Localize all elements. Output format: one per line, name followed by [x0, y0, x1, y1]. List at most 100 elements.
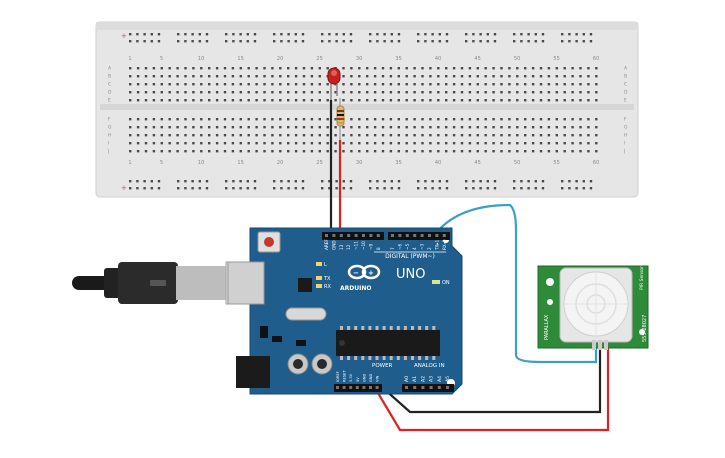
row-letter-left: G: [108, 125, 112, 131]
row-letter-left: A: [108, 66, 112, 72]
row-letter-left: I: [108, 141, 109, 147]
arduino-logo: − +: [347, 264, 381, 280]
row-letter-right: D: [624, 90, 628, 96]
digital-pin-label: AREF: [324, 239, 329, 250]
analog-pin-label: A4: [437, 376, 443, 382]
led[interactable]: [327, 67, 341, 100]
column-number-bottom: 45: [474, 160, 480, 166]
digital-header-2: [388, 232, 450, 240]
digital-pin-label: 12: [346, 244, 351, 250]
usb-chip: [298, 278, 312, 292]
breadboard-holes: [129, 33, 598, 190]
power-header-holes: [336, 386, 449, 389]
pir-label-top: PIR Sensor Rev B: [639, 252, 645, 290]
column-number-bottom: 35: [395, 160, 401, 166]
column-number-top: 5: [160, 56, 163, 62]
row-letter-left: F: [108, 117, 111, 123]
digital-pin-label: GND: [331, 240, 336, 250]
digital-pin-label: 8: [376, 247, 381, 250]
pir-sensor[interactable]: PARALLAX 555-28027 PIR Sensor Rev B: [537, 252, 649, 350]
rail-plus-marker: +: [121, 32, 127, 40]
column-number-bottom: 60: [593, 160, 599, 166]
digital-pin-label: ~9: [368, 243, 373, 250]
row-letter-left: E: [108, 98, 111, 104]
analog-pin-label: A1: [412, 376, 418, 382]
row-letter-left: C: [108, 82, 111, 88]
l-led: [316, 262, 322, 266]
power-pin-label: 5V: [356, 377, 360, 382]
power-pin-label: GND: [362, 374, 366, 382]
column-number-bottom: 50: [514, 160, 520, 166]
digital-pin-label: 7: [390, 247, 395, 250]
digital-pin-label: ~6: [397, 243, 402, 250]
rail-plus-marker-bottom: +: [121, 184, 127, 192]
pir-label-left: PARALLAX: [544, 314, 550, 340]
column-number-bottom: 55: [553, 160, 559, 166]
column-number-top: 1: [128, 56, 131, 62]
atmega-chip: [336, 330, 440, 356]
dc-power-jack: [236, 356, 270, 388]
column-number-top: 60: [593, 56, 599, 62]
row-letter-right: F: [624, 117, 627, 123]
column-number-top: 50: [514, 56, 520, 62]
center-channel: [100, 104, 634, 110]
pir-pin-gnd: [598, 340, 602, 350]
digital-pin-label: TX▸1: [434, 239, 439, 251]
pir-pin-vcc: [604, 340, 608, 350]
row-letter-left: B: [108, 74, 111, 80]
arduino-brand: ARDUINO: [340, 285, 371, 292]
digital-pin-label: ~11: [354, 241, 359, 250]
digital-pin-label: 13: [339, 244, 344, 250]
digital-pin-label: 4: [412, 247, 417, 250]
column-number-top: 35: [395, 56, 401, 62]
power-pin-label: IOREF: [336, 371, 340, 382]
column-number-top: 45: [474, 56, 480, 62]
column-number-top: 40: [435, 56, 441, 62]
pir-label-right: 555-28027: [642, 315, 648, 342]
row-letter-right: G: [624, 125, 628, 131]
column-number-bottom: 10: [198, 160, 204, 166]
digital-header-holes: [325, 234, 446, 237]
column-number-top: 20: [277, 56, 283, 62]
row-letter-right: J: [623, 149, 625, 155]
chip-pins: [340, 326, 436, 360]
column-number-bottom: 5: [160, 160, 163, 166]
wire-cyan-signal: [436, 203, 598, 364]
pir-pin-out: [592, 340, 596, 350]
analog-pin-label: A0: [404, 376, 410, 382]
digital-header-1: [322, 232, 384, 240]
row-letter-right: B: [624, 74, 627, 80]
power-pin-label: GND: [369, 374, 373, 382]
column-number-top: 25: [316, 56, 322, 62]
row-letter-left: D: [108, 90, 112, 96]
power-pin-label: 3.3V: [349, 373, 353, 382]
power-pin-label: RESET: [343, 370, 347, 382]
digital-pin-label: RX◂0: [442, 239, 447, 250]
analog-header: [402, 384, 454, 392]
column-number-bottom: 15: [237, 160, 243, 166]
rx-led: [316, 284, 322, 288]
on-led: [432, 280, 440, 284]
digital-label: DIGITAL (PWM~): [385, 253, 435, 260]
mount-hole: [546, 278, 554, 286]
svg-text:−: −: [353, 269, 359, 277]
l-led-label: L: [324, 262, 327, 268]
tx-led: [316, 276, 322, 280]
column-number-bottom: 1: [128, 160, 131, 166]
svg-text:+: +: [368, 269, 374, 277]
row-letter-right: A: [624, 66, 628, 72]
mount-hole: [547, 299, 553, 305]
digital-pin-label: ~10: [361, 241, 366, 250]
power-pin-label: VIN: [376, 375, 380, 382]
digital-pin-label: ~3: [420, 243, 425, 250]
power-label: POWER: [372, 363, 393, 369]
analog-pin-label: A3: [429, 376, 435, 382]
column-number-top: 30: [356, 56, 362, 62]
resistor[interactable]: [336, 98, 345, 140]
